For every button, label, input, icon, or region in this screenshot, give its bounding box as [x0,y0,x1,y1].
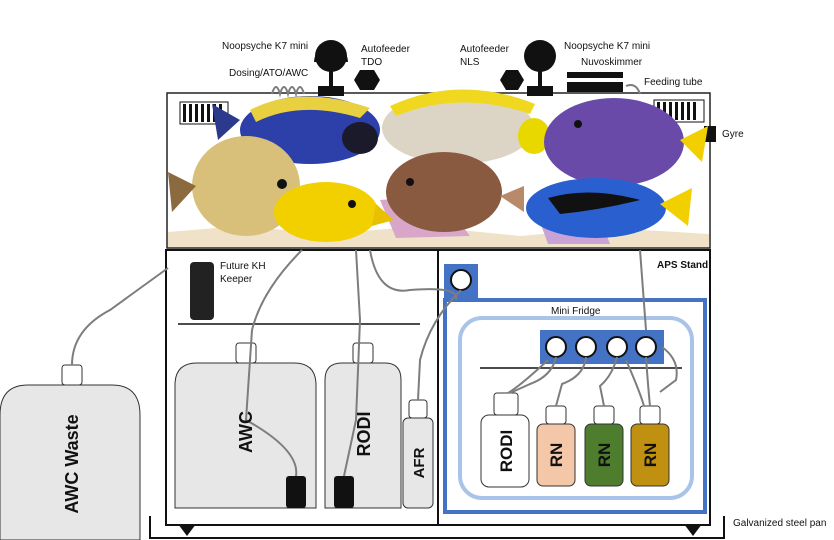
yellow-fish-icon [274,182,394,242]
label-mini-fridge: Mini Fridge [551,306,601,317]
label-autofeeder-tdo-1: Autofeeder [361,44,411,55]
tubing [71,249,678,477]
blue-tang-fish-icon [212,96,380,164]
galvanized-steel-pan [149,516,725,539]
rodi-fridge-container [480,392,530,488]
brown-tang-fish-icon [386,152,524,232]
label-awc-waste: AWC Waste [62,414,82,513]
label-afr: AFR [411,447,428,478]
label-rodi-left: RODI [354,412,374,457]
rn-bottle-1 [536,405,576,487]
white-tang-fish-icon [382,89,550,164]
label-rodi-fridge: RODI [497,430,516,473]
label-autofeeder-nls-1: Autofeeder [460,44,510,55]
aps-dosing-head-icon [444,264,478,298]
label-galvanized-pan: Galvanized steel pan [733,518,826,529]
label-aps-stand: APS Stand [657,260,708,271]
label-rn-3: RN [641,443,660,468]
dosing-coil-icon [271,86,305,98]
label-awc: AWC [236,411,256,453]
label-noopsyche-left: Noopsyche K7 mini [222,41,308,52]
label-autofeeder-tdo-2: TDO [361,57,382,68]
mini-fridge [443,298,707,514]
doser-four-head-icon [540,330,664,364]
awc-waste-container [0,364,141,540]
regal-tang-fish-icon [526,178,692,238]
label-future-kh-2: Keeper [220,274,253,285]
purple-tang-fish-icon [544,98,708,186]
label-rn-1: RN [547,443,566,468]
label-future-kh-1: Future KH [220,261,266,272]
label-rn-2: RN [595,443,614,468]
nuvoskimmer-icon [567,72,623,92]
noopsyche-light-right-icon [524,40,556,96]
rn-bottle-3 [630,405,670,487]
afr-container [402,399,434,509]
label-gyre: Gyre [722,129,744,140]
autofeeder-tdo-icon [354,70,380,90]
label-nuvoskimmer: Nuvoskimmer [581,57,643,68]
future-kh-keeper [190,262,214,320]
rn-bottle-2 [584,405,624,487]
label-feeding-tube: Feeding tube [644,77,703,88]
yellow-tang-fish-icon [168,136,300,236]
autofeeder-nls-icon [500,70,524,90]
label-autofeeder-nls-2: NLS [460,57,480,68]
label-dosing: Dosing/ATO/AWC [229,68,308,79]
label-noopsyche-right: Noopsyche K7 mini [564,41,650,52]
noopsyche-light-left-icon [314,40,348,96]
feeding-tube [625,84,641,95]
